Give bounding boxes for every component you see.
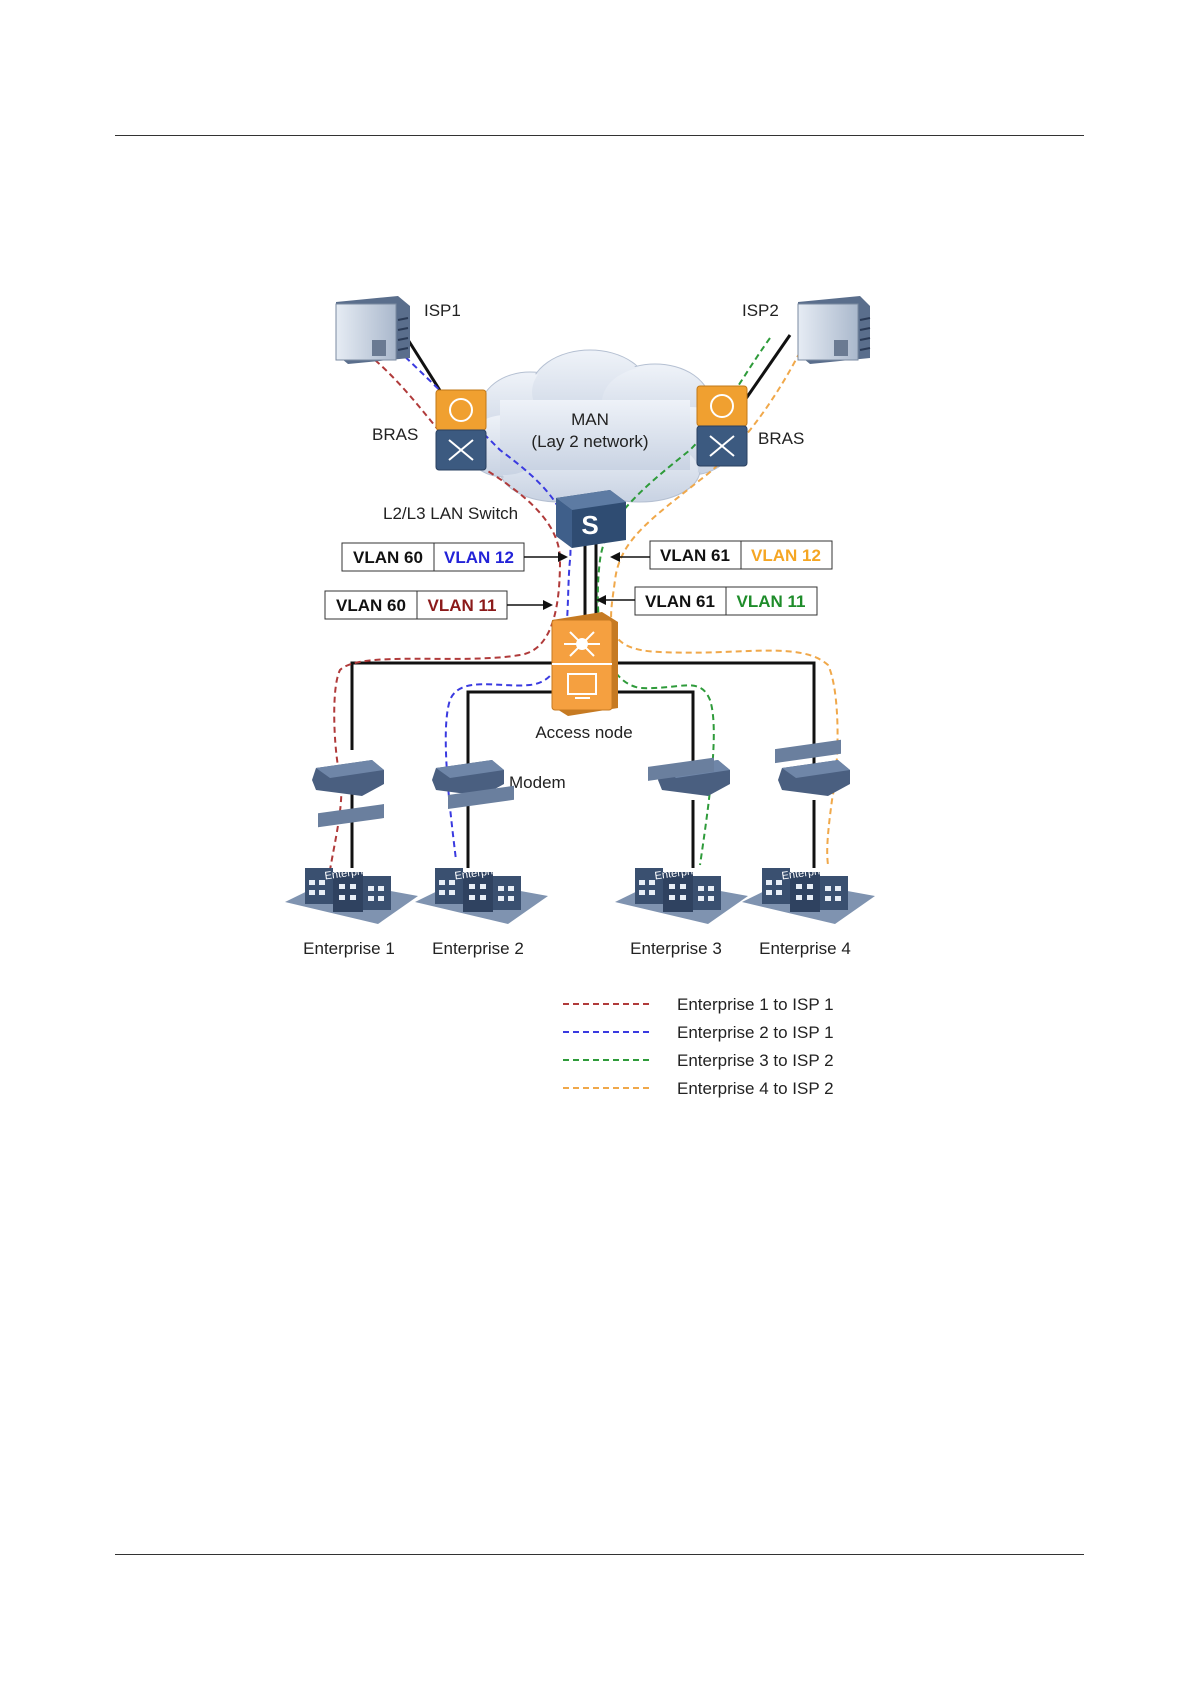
vlan-tag-outer: VLAN 60 bbox=[336, 596, 406, 615]
modem-icon-1 bbox=[312, 760, 384, 796]
enterprise-1-label: Enterprise 1 bbox=[303, 939, 395, 958]
switch-label: L2/L3 LAN Switch bbox=[383, 504, 518, 523]
legend-item: Enterprise 1 to ISP 1 bbox=[563, 995, 834, 1014]
legend-item: Enterprise 3 to ISP 2 bbox=[563, 1051, 834, 1070]
vlan-tag-inner: VLAN 11 bbox=[737, 592, 806, 611]
vlan-tag-inner: VLAN 11 bbox=[428, 596, 497, 615]
legend-label: Enterprise 3 to ISP 2 bbox=[677, 1051, 834, 1070]
enterprise-3-building-icon: Enterprise bbox=[615, 757, 748, 924]
legend-label: Enterprise 4 to ISP 2 bbox=[677, 1079, 834, 1098]
vlan-tag-outer: VLAN 60 bbox=[353, 548, 423, 567]
vlan-tag-61-12: VLAN 61 VLAN 12 bbox=[610, 540, 833, 570]
enterprise-2-label: Enterprise 2 bbox=[432, 939, 524, 958]
vlan-tag-outer: VLAN 61 bbox=[645, 592, 715, 611]
modem-label: Modem bbox=[509, 773, 566, 792]
legend: Enterprise 1 to ISP 1 Enterprise 2 to IS… bbox=[563, 995, 834, 1098]
man-label: MAN bbox=[571, 410, 609, 429]
vlan-tag-inner: VLAN 12 bbox=[751, 546, 821, 565]
access-node-icon bbox=[551, 612, 618, 716]
isp2-server-icon bbox=[797, 296, 871, 364]
path-enterprise2-isp1 bbox=[397, 349, 572, 861]
switch-glyph: S bbox=[581, 510, 598, 540]
enterprise-1-building-icon: Enterprise bbox=[285, 804, 418, 924]
vlan-tag-60-12: VLAN 60 VLAN 12 bbox=[341, 542, 568, 572]
enterprise-4-label: Enterprise 4 bbox=[759, 939, 851, 958]
isp1-server-icon bbox=[335, 296, 410, 364]
modem-icon-2 bbox=[432, 760, 504, 796]
isp1-label: ISP1 bbox=[424, 301, 461, 320]
modem-icon-4 bbox=[778, 760, 850, 796]
lan-switch-icon: S bbox=[556, 490, 626, 548]
enterprise-4-building-icon: Enterprise bbox=[742, 739, 875, 924]
vlan-tag-60-11: VLAN 60 VLAN 11 bbox=[324, 590, 553, 620]
isp2-label: ISP2 bbox=[742, 301, 779, 320]
access-node-label: Access node bbox=[535, 723, 632, 742]
man-sublabel: (Lay 2 network) bbox=[531, 432, 648, 451]
header-rule bbox=[115, 135, 1084, 136]
legend-item: Enterprise 2 to ISP 1 bbox=[563, 1023, 834, 1042]
vlan-tag-inner: VLAN 12 bbox=[444, 548, 514, 567]
vlan-tag-61-11: VLAN 61 VLAN 11 bbox=[596, 586, 818, 616]
bras-right-label: BRAS bbox=[758, 429, 804, 448]
enterprise-3-label: Enterprise 3 bbox=[630, 939, 722, 958]
legend-item: Enterprise 4 to ISP 2 bbox=[563, 1079, 834, 1098]
footer-rule bbox=[115, 1554, 1084, 1555]
enterprise-2-building-icon: Enterprise bbox=[415, 785, 548, 924]
bras-left-label: BRAS bbox=[372, 425, 418, 444]
bras-left-router-icon bbox=[435, 389, 487, 471]
legend-label: Enterprise 1 to ISP 1 bbox=[677, 995, 834, 1014]
vlan-tag-outer: VLAN 61 bbox=[660, 546, 730, 565]
physical-links bbox=[350, 334, 816, 868]
bras-right-router-icon bbox=[696, 385, 748, 467]
path-enterprise4-isp2 bbox=[610, 351, 839, 866]
legend-label: Enterprise 2 to ISP 1 bbox=[677, 1023, 834, 1042]
